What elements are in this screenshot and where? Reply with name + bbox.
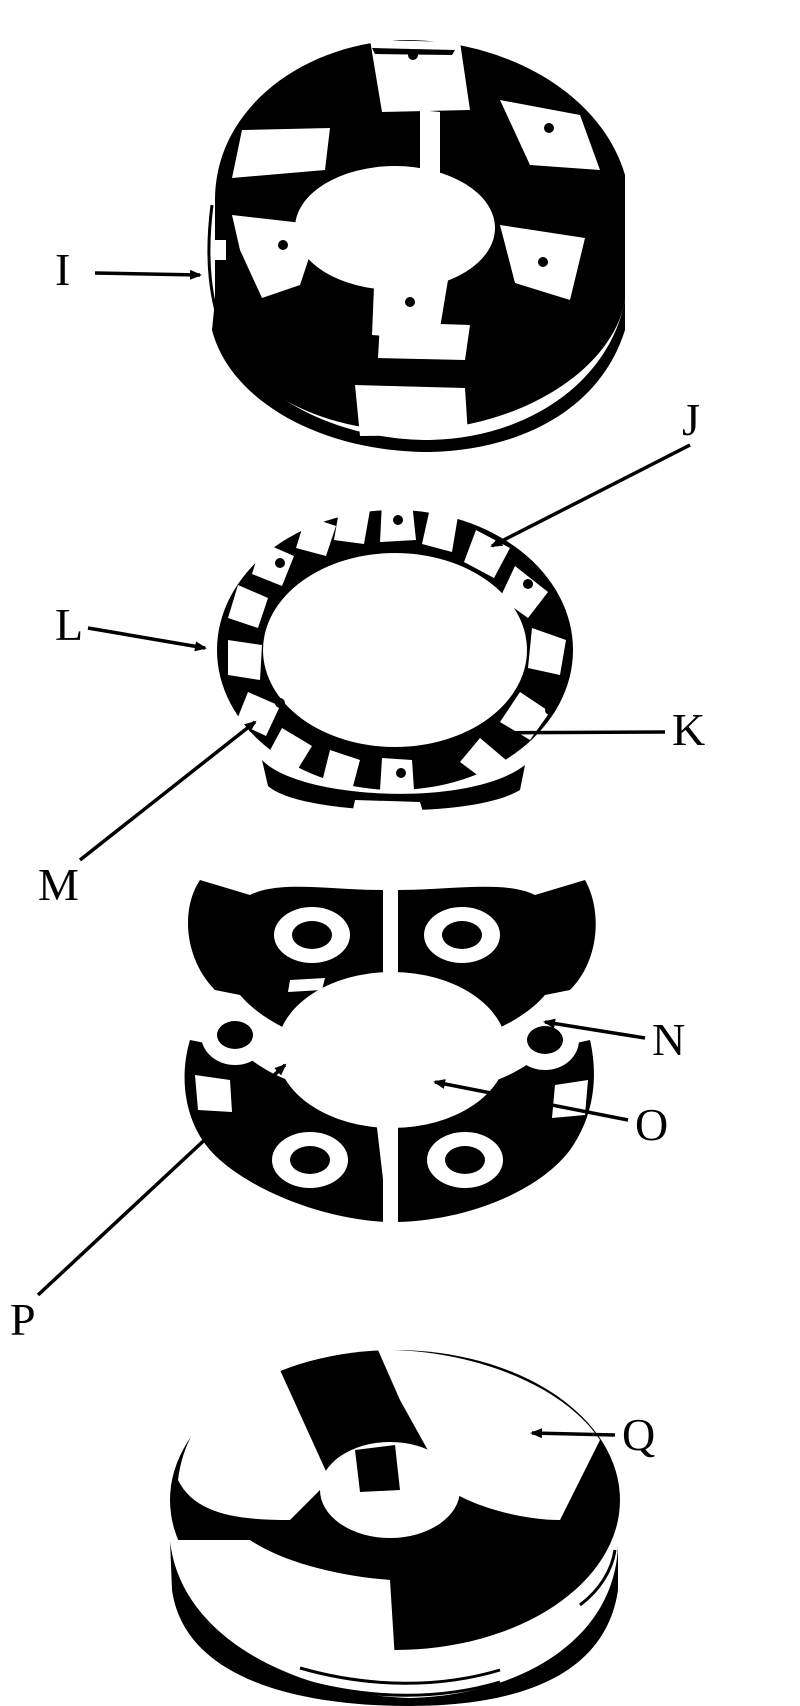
label-l-text: L (55, 599, 83, 650)
part-q-collar (170, 1349, 620, 1706)
arrow-o (433, 1079, 629, 1122)
label-q-text: Q (622, 1409, 655, 1460)
label-i-text: I (55, 244, 70, 295)
label-m-text: M (38, 859, 79, 910)
arrow-i (94, 269, 202, 280)
label-o-text: O (635, 1099, 668, 1150)
arrow-j (490, 443, 691, 548)
label-j: J (490, 394, 700, 548)
part-split-pad-carrier (184, 880, 596, 1230)
arrow-l (87, 626, 207, 652)
arrow-m (78, 720, 257, 862)
part-segmented-ring (217, 502, 573, 815)
label-n: N (543, 1014, 685, 1065)
label-o: O (433, 1079, 668, 1150)
label-p-text: P (10, 1294, 36, 1345)
label-k: K (466, 704, 705, 755)
label-j-text: J (682, 394, 700, 445)
label-m: M (38, 720, 257, 910)
arrow-q (530, 1428, 616, 1439)
arrow-k (466, 727, 666, 738)
arrow-n (543, 1018, 646, 1040)
label-p: P (10, 1063, 287, 1345)
label-n-text: N (652, 1014, 685, 1065)
label-q: Q (530, 1409, 655, 1460)
part-i-housing (207, 39, 625, 452)
label-k-text: K (672, 704, 705, 755)
pad-holes (201, 907, 579, 1188)
label-l: L (55, 599, 207, 652)
arrow-p (36, 1063, 287, 1297)
label-i: I (55, 244, 202, 295)
